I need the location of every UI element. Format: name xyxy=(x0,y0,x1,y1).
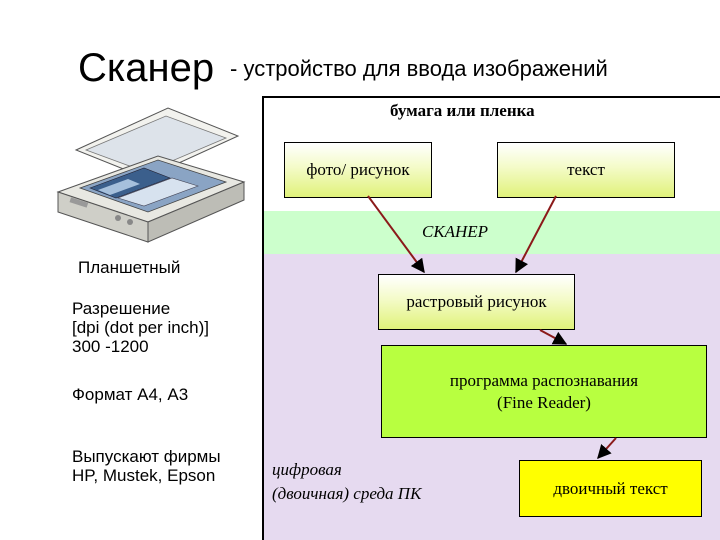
makers-info: Выпускают фирмы HP, Mustek, Epson xyxy=(72,447,221,485)
binary-box: двоичный текст xyxy=(519,460,702,517)
arrow-ocr-to-binary xyxy=(597,437,617,460)
raster-box: растровый рисунок xyxy=(378,274,575,330)
text-box: текст xyxy=(497,142,675,198)
resolution-info: Разрешение [dpi (dot per inch)] 300 -120… xyxy=(72,299,210,356)
scanner-type-label: Планшетный xyxy=(78,258,181,277)
ocr-box: программа распознавания (Fine Reader) xyxy=(381,345,707,438)
flatbed-scanner-image xyxy=(56,107,246,243)
scanner-zone-label: СКАНЕР xyxy=(422,222,489,241)
arrow-photo-to-raster xyxy=(367,195,425,274)
photo-box: фото/ рисунок xyxy=(284,142,432,198)
scanner-zone xyxy=(262,211,720,254)
arrow-raster-to-ocr xyxy=(539,329,568,345)
arrow-text-to-raster xyxy=(515,195,557,274)
page-title: Сканер xyxy=(78,46,215,90)
zone-left-border xyxy=(262,96,264,540)
input-zone-label: бумага или пленка xyxy=(390,101,535,120)
format-info: Формат А4, А3 xyxy=(72,385,189,404)
zone-top-border xyxy=(262,96,720,98)
digital-env-label: цифровая (двоичная) среда ПК xyxy=(272,460,422,503)
page-subtitle: - устройство для ввода изображений xyxy=(230,56,608,81)
